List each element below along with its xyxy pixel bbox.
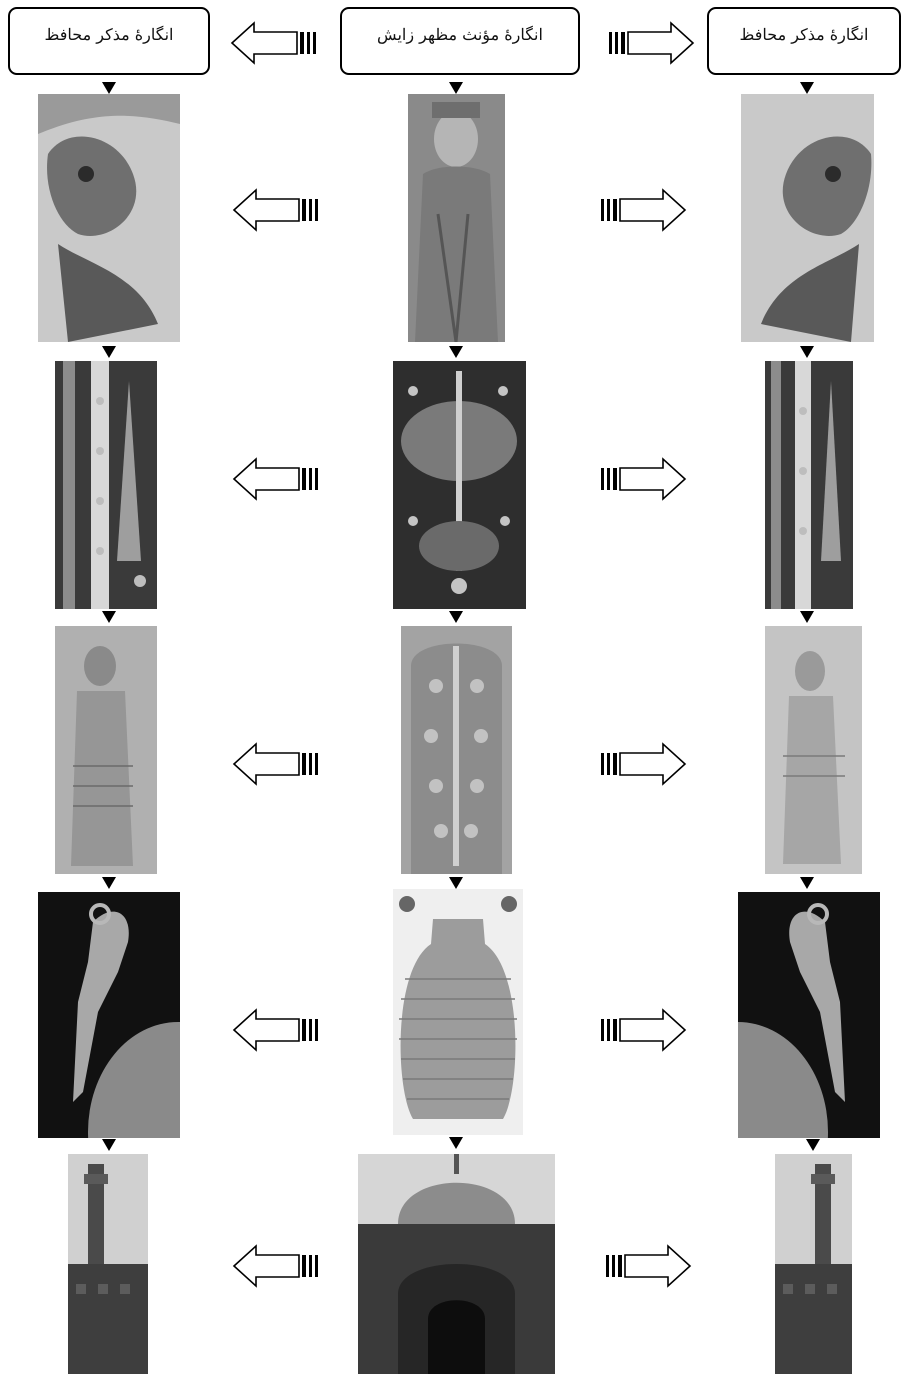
mosque-dome-photo xyxy=(358,1154,555,1374)
cypress-carpet-border-photo xyxy=(55,361,157,609)
arrow-left-icon xyxy=(232,187,322,233)
down-triangle-icon xyxy=(449,611,463,623)
assyrian-figure-relief-photo xyxy=(765,626,862,874)
left-header-label: انگارۀ مذکر محافظ xyxy=(45,25,174,44)
assyrian-figure-relief-photo xyxy=(55,626,157,874)
center-header-label: انگارۀ مؤنث مظهر زایش xyxy=(377,25,543,44)
ibex-handle-vessel-photo xyxy=(738,892,880,1138)
down-triangle-icon xyxy=(449,1137,463,1149)
arrow-right-icon xyxy=(605,20,695,66)
left-header-box: انگارۀ مذکر محافظ xyxy=(8,7,210,75)
ibex-handle-vessel-photo xyxy=(38,892,180,1138)
carved-tree-relief-photo xyxy=(401,626,512,874)
arrow-right-icon xyxy=(597,187,687,233)
center-header-box: انگارۀ مؤنث مظهر زایش xyxy=(340,7,580,75)
arrow-right-icon xyxy=(602,1243,692,1289)
down-triangle-icon xyxy=(800,611,814,623)
arrow-right-icon xyxy=(597,456,687,502)
down-triangle-icon xyxy=(800,82,814,94)
down-triangle-icon xyxy=(449,82,463,94)
goddess-statue-photo xyxy=(408,94,505,342)
lion-relief-photo xyxy=(741,94,874,342)
arrow-left-icon xyxy=(232,741,322,787)
arrow-left-icon xyxy=(232,1243,322,1289)
arrow-right-icon xyxy=(597,1007,687,1053)
right-header-box: انگارۀ مذکر محافظ xyxy=(707,7,901,75)
arrow-left-icon xyxy=(232,456,322,502)
down-triangle-icon xyxy=(449,346,463,358)
down-triangle-icon xyxy=(102,877,116,889)
arrow-left-icon xyxy=(230,20,320,66)
down-triangle-icon xyxy=(102,82,116,94)
tree-of-life-carpet-photo xyxy=(393,361,526,609)
minaret-photo xyxy=(775,1154,852,1374)
down-triangle-icon xyxy=(800,877,814,889)
arrow-left-icon xyxy=(232,1007,322,1053)
down-triangle-icon xyxy=(800,346,814,358)
lion-relief-photo xyxy=(38,94,180,342)
down-triangle-icon xyxy=(102,1139,116,1151)
right-header-label: انگارۀ مذکر محافظ xyxy=(740,25,869,44)
down-triangle-icon xyxy=(806,1139,820,1151)
ribbed-vessel-photo xyxy=(393,889,523,1135)
arrow-right-icon xyxy=(597,741,687,787)
down-triangle-icon xyxy=(102,611,116,623)
down-triangle-icon xyxy=(102,346,116,358)
cypress-carpet-border-photo xyxy=(765,361,853,609)
minaret-photo xyxy=(68,1154,148,1374)
down-triangle-icon xyxy=(449,877,463,889)
